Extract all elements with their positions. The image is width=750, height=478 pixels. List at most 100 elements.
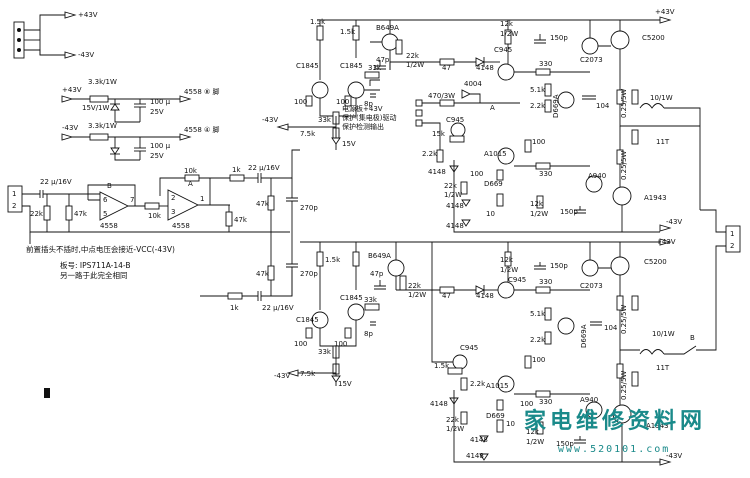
l-r33ka-label: 33k xyxy=(318,348,332,356)
l-q-b649a-label: B649A xyxy=(368,252,391,260)
u-r10-label: 10 xyxy=(486,210,495,218)
u-neg43-label: -43V xyxy=(262,116,278,124)
u-d4148-label: 4148 xyxy=(476,64,494,72)
l-cap47p-label: 47p xyxy=(370,270,384,278)
opa-ic-label: 4558 xyxy=(172,222,190,230)
u-r100d-label: 100 xyxy=(470,170,483,178)
u-r101w-label: 10/1W xyxy=(650,94,673,102)
ps-neg-label: -43V xyxy=(62,124,78,132)
u-cap104-label: 104 xyxy=(596,102,610,110)
l-r101w-label: 10/1W xyxy=(652,330,675,338)
u-r22kb2w-label: 1/2W xyxy=(444,191,462,199)
l-r100a-label: 100 xyxy=(294,340,307,348)
ps-out-pos-label: 4558 ⑧ 脚 xyxy=(184,87,220,96)
pre-r-aout-label: 47k xyxy=(234,216,248,224)
u-q-c1845a xyxy=(311,81,329,99)
l-r15k-label: 1.5k xyxy=(325,256,341,264)
l-cap150p-label: 150p xyxy=(550,262,568,270)
u-r100a-label: 100 xyxy=(294,98,307,106)
l-r12kbw-label: 1/2W xyxy=(526,438,544,446)
l-r22k-label: 22k xyxy=(408,282,422,290)
u-cap150pb-label: 150p xyxy=(560,208,578,216)
corner-mark xyxy=(44,388,50,398)
u-q-a1943 xyxy=(612,186,632,206)
u-protect-1: 电源板+43V xyxy=(342,104,383,113)
pre-r-bias-label: 47k xyxy=(74,210,88,218)
l-r12k-label: 12k xyxy=(500,256,514,264)
l-q-c2073 xyxy=(581,259,599,277)
watermark-text: 家电维修资料网 xyxy=(524,408,706,434)
power-input-connector: +43V -43V xyxy=(13,11,98,59)
opb-pin-7: 7 xyxy=(130,196,134,204)
ps-cap-pos-label: 100 μ xyxy=(150,98,171,106)
u-r22k2-label: 2.2k xyxy=(530,102,546,110)
l-q-d669a-label: D669A xyxy=(580,324,588,348)
opamp-b xyxy=(99,191,130,221)
l-q-d669-label: D669 xyxy=(486,412,505,420)
l-q-c945-label: C945 xyxy=(508,276,526,284)
u-r15k2-label: 1.5k xyxy=(340,28,356,36)
opamp-a xyxy=(167,189,200,221)
pre-r-fb2-label: 10k xyxy=(184,167,198,175)
pre-r-series2-label: 1k xyxy=(230,304,239,312)
l-q-a1015 xyxy=(497,375,515,393)
l-r47-label: 47 xyxy=(442,292,451,300)
l-r22kb2w-label: 1/2W xyxy=(446,425,464,433)
l-cap150pb-label: 150p xyxy=(556,440,574,448)
opb-ic-label: 4558 xyxy=(100,222,118,230)
l-r025-label: 0.25/5W xyxy=(620,305,628,334)
l-r22k2-label: 2.2k xyxy=(530,336,546,344)
l-q-c5200 xyxy=(610,256,630,276)
u-q-b649a-label: B649A xyxy=(376,24,399,32)
l-q-c5200-label: C5200 xyxy=(644,258,667,266)
l-r12kw-label: 1/2W xyxy=(500,266,518,274)
u-q-c1845a-label: C1845 xyxy=(296,62,319,70)
l-r100b-label: 100 xyxy=(334,340,347,348)
opa-pin-3: 3 xyxy=(171,208,175,216)
pre-cap-270p2-label: 270p xyxy=(300,270,318,278)
ps-cap-neg-label: 100 μ xyxy=(150,142,171,150)
note-line-1: 前置插头不插时,中点电压会接近-VCC(-43V) xyxy=(26,244,175,254)
u-d4148c-label: 4148 xyxy=(446,202,464,210)
pre-r-div-label: 47k xyxy=(256,200,270,208)
u-r47-label: 47 xyxy=(442,64,451,72)
u-q-a1943-label: A1943 xyxy=(644,194,667,202)
ps-cap-neg-v-label: 25V xyxy=(150,152,164,160)
u-d4148b-label: 4148 xyxy=(428,168,446,176)
preamp-section: 1 2 22 μ/16V 22k 47k 6 5 B 4558 7 10k 2 … xyxy=(7,149,318,312)
rail-label-neg: -43V xyxy=(78,51,94,59)
l-q-d669a xyxy=(557,317,575,335)
u-r12kb-label: 12k xyxy=(530,200,544,208)
power-supply-section: +43V 3.3k/1W 4558 ⑧ 脚 15V/1W 100 μ 25V -… xyxy=(61,78,220,161)
u-q-a940 xyxy=(585,175,603,193)
l-q-c1845b-label: C1845 xyxy=(340,294,363,302)
u-r025-label: 0.25/5W xyxy=(620,89,628,118)
pre-r-series-label: 1k xyxy=(232,166,241,174)
l-q-c1845a-label: C1845 xyxy=(296,316,319,324)
u-q-c5200-label: C5200 xyxy=(642,34,665,42)
l-r025b-label: 0.25/5W xyxy=(620,371,628,400)
l-r100c-label: 100 xyxy=(532,356,545,364)
l-d4148-label: 4148 xyxy=(476,292,494,300)
ps-pos-label: +43V xyxy=(62,86,82,94)
u-q-c2073-label: C2073 xyxy=(580,56,603,64)
u-protect-3: 保护检测输出 xyxy=(342,122,384,131)
pre-r-in-label: 22k xyxy=(30,210,44,218)
u-coil11t-label: 11T xyxy=(656,138,670,146)
u-q-c5200 xyxy=(610,30,630,50)
spk-pin-1: 1 xyxy=(730,230,734,238)
l-d4148c-label: 4148 xyxy=(470,436,488,444)
upper-rail-pos: +43V xyxy=(655,8,675,16)
l-d4148d-label: 4148 xyxy=(466,452,484,460)
ps-out-neg-label: 4558 ④ 脚 xyxy=(184,125,220,134)
u-q-c1845b-label: C1845 xyxy=(340,62,363,70)
u-r22k-label: 22k xyxy=(406,52,420,60)
rail-label-pos: +43V xyxy=(78,11,98,19)
opb-label: B xyxy=(107,182,112,190)
pre-r-div2-label: 47k xyxy=(256,270,270,278)
l-15v-label: 15V xyxy=(338,380,352,388)
u-r12kbw-label: 1/2W xyxy=(530,210,548,218)
l-r33k-label: 33k xyxy=(364,296,378,304)
speaker-connector: 1 2 xyxy=(700,209,741,351)
